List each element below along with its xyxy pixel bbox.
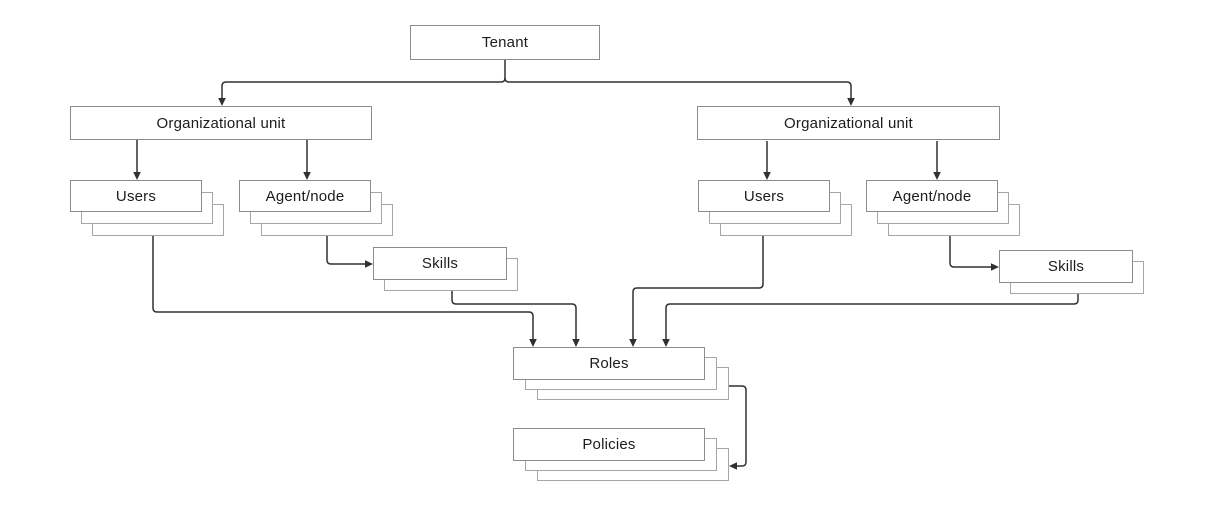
edge-skills-right-to-roles bbox=[662, 294, 1079, 347]
agent-node-left-label: Agent/node bbox=[265, 187, 345, 205]
skills-right-label: Skills bbox=[1047, 258, 1085, 275]
edge-roles-to-policies bbox=[729, 385, 747, 470]
skills-left-node: Skills bbox=[373, 247, 518, 291]
edge-tenant-to-ou-left bbox=[218, 60, 506, 106]
agent-node-left-box: Agent/node bbox=[239, 180, 371, 212]
roles-node: Roles bbox=[513, 347, 729, 400]
users-right-box: Users bbox=[698, 180, 830, 212]
edge-tenant-to-ou-right bbox=[504, 77, 855, 106]
skills-right-box: Skills bbox=[999, 250, 1133, 283]
tenant-box: Tenant bbox=[410, 25, 600, 60]
edge-skills-left-to-roles bbox=[451, 291, 580, 347]
org-unit-right-node: Organizational unit bbox=[697, 106, 1000, 140]
edge-agent-left-to-skills-left bbox=[326, 236, 373, 268]
org-unit-left-label: Organizational unit bbox=[156, 114, 286, 132]
agent-node-left-node: Agent/node bbox=[239, 180, 393, 236]
users-left-label: Users bbox=[115, 187, 157, 205]
users-left-node: Users bbox=[70, 180, 224, 236]
agent-node-right-node: Agent/node bbox=[866, 180, 1020, 236]
edge-users-left-to-roles bbox=[152, 236, 537, 347]
skills-left-label: Skills bbox=[421, 255, 459, 272]
skills-left-box: Skills bbox=[373, 247, 507, 280]
org-unit-left-box: Organizational unit bbox=[70, 106, 372, 140]
policies-label: Policies bbox=[582, 436, 636, 453]
roles-label: Roles bbox=[589, 355, 629, 372]
org-unit-left-node: Organizational unit bbox=[70, 106, 372, 140]
users-right-node: Users bbox=[698, 180, 852, 236]
agent-node-right-label: Agent/node bbox=[892, 187, 972, 205]
org-unit-right-box: Organizational unit bbox=[697, 106, 1000, 140]
roles-box: Roles bbox=[513, 347, 705, 380]
users-right-label: Users bbox=[743, 187, 785, 205]
agent-node-right-box: Agent/node bbox=[866, 180, 998, 212]
policies-node: Policies bbox=[513, 428, 729, 481]
users-left-box: Users bbox=[70, 180, 202, 212]
org-unit-right-label: Organizational unit bbox=[784, 114, 913, 132]
skills-right-node: Skills bbox=[999, 250, 1144, 294]
edge-agent-right-to-skills-right bbox=[949, 236, 999, 271]
policies-box: Policies bbox=[513, 428, 705, 461]
edge-users-right-to-roles bbox=[629, 236, 764, 347]
tenant-node: Tenant bbox=[410, 25, 600, 60]
tenant-label: Tenant bbox=[481, 34, 529, 51]
